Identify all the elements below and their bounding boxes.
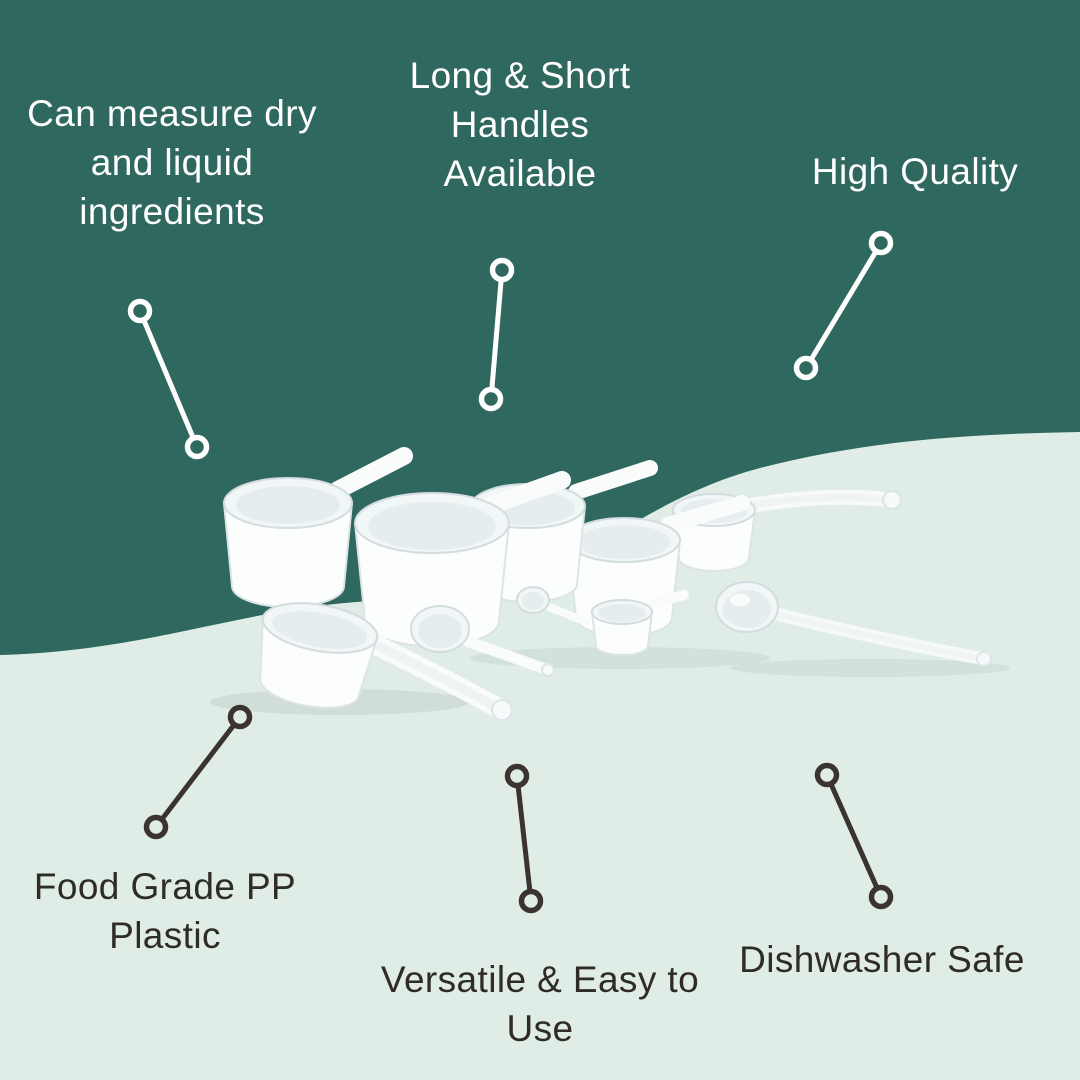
connector-handles xyxy=(478,257,515,412)
small-spoon xyxy=(410,605,555,677)
scoop-angled-handle xyxy=(259,602,513,721)
callout-high-quality: High Quality xyxy=(811,151,1019,192)
callout-dishwasher: Dishwasher Safe xyxy=(739,939,1025,980)
tiny-spoon xyxy=(516,586,590,626)
callout-handles: Long & Short Handles Available xyxy=(409,55,631,194)
connector-high-quality xyxy=(793,230,894,381)
connector-dishwasher xyxy=(814,762,894,910)
callout-can-measure: Can measure dry and liquid ingredients xyxy=(27,93,317,232)
spoon-long-handle xyxy=(715,581,992,667)
measuring-cup-2 xyxy=(353,471,571,647)
connector-can-measure xyxy=(127,298,210,460)
connector-food-grade xyxy=(143,704,253,840)
connector-versatile xyxy=(504,763,544,914)
wave-shape xyxy=(0,432,1080,1080)
callout-food-grade: Food Grade PP Plastic xyxy=(33,866,297,956)
callout-versatile: Versatile & Easy to Use xyxy=(380,959,700,1049)
small-measuring-cup xyxy=(590,590,689,656)
